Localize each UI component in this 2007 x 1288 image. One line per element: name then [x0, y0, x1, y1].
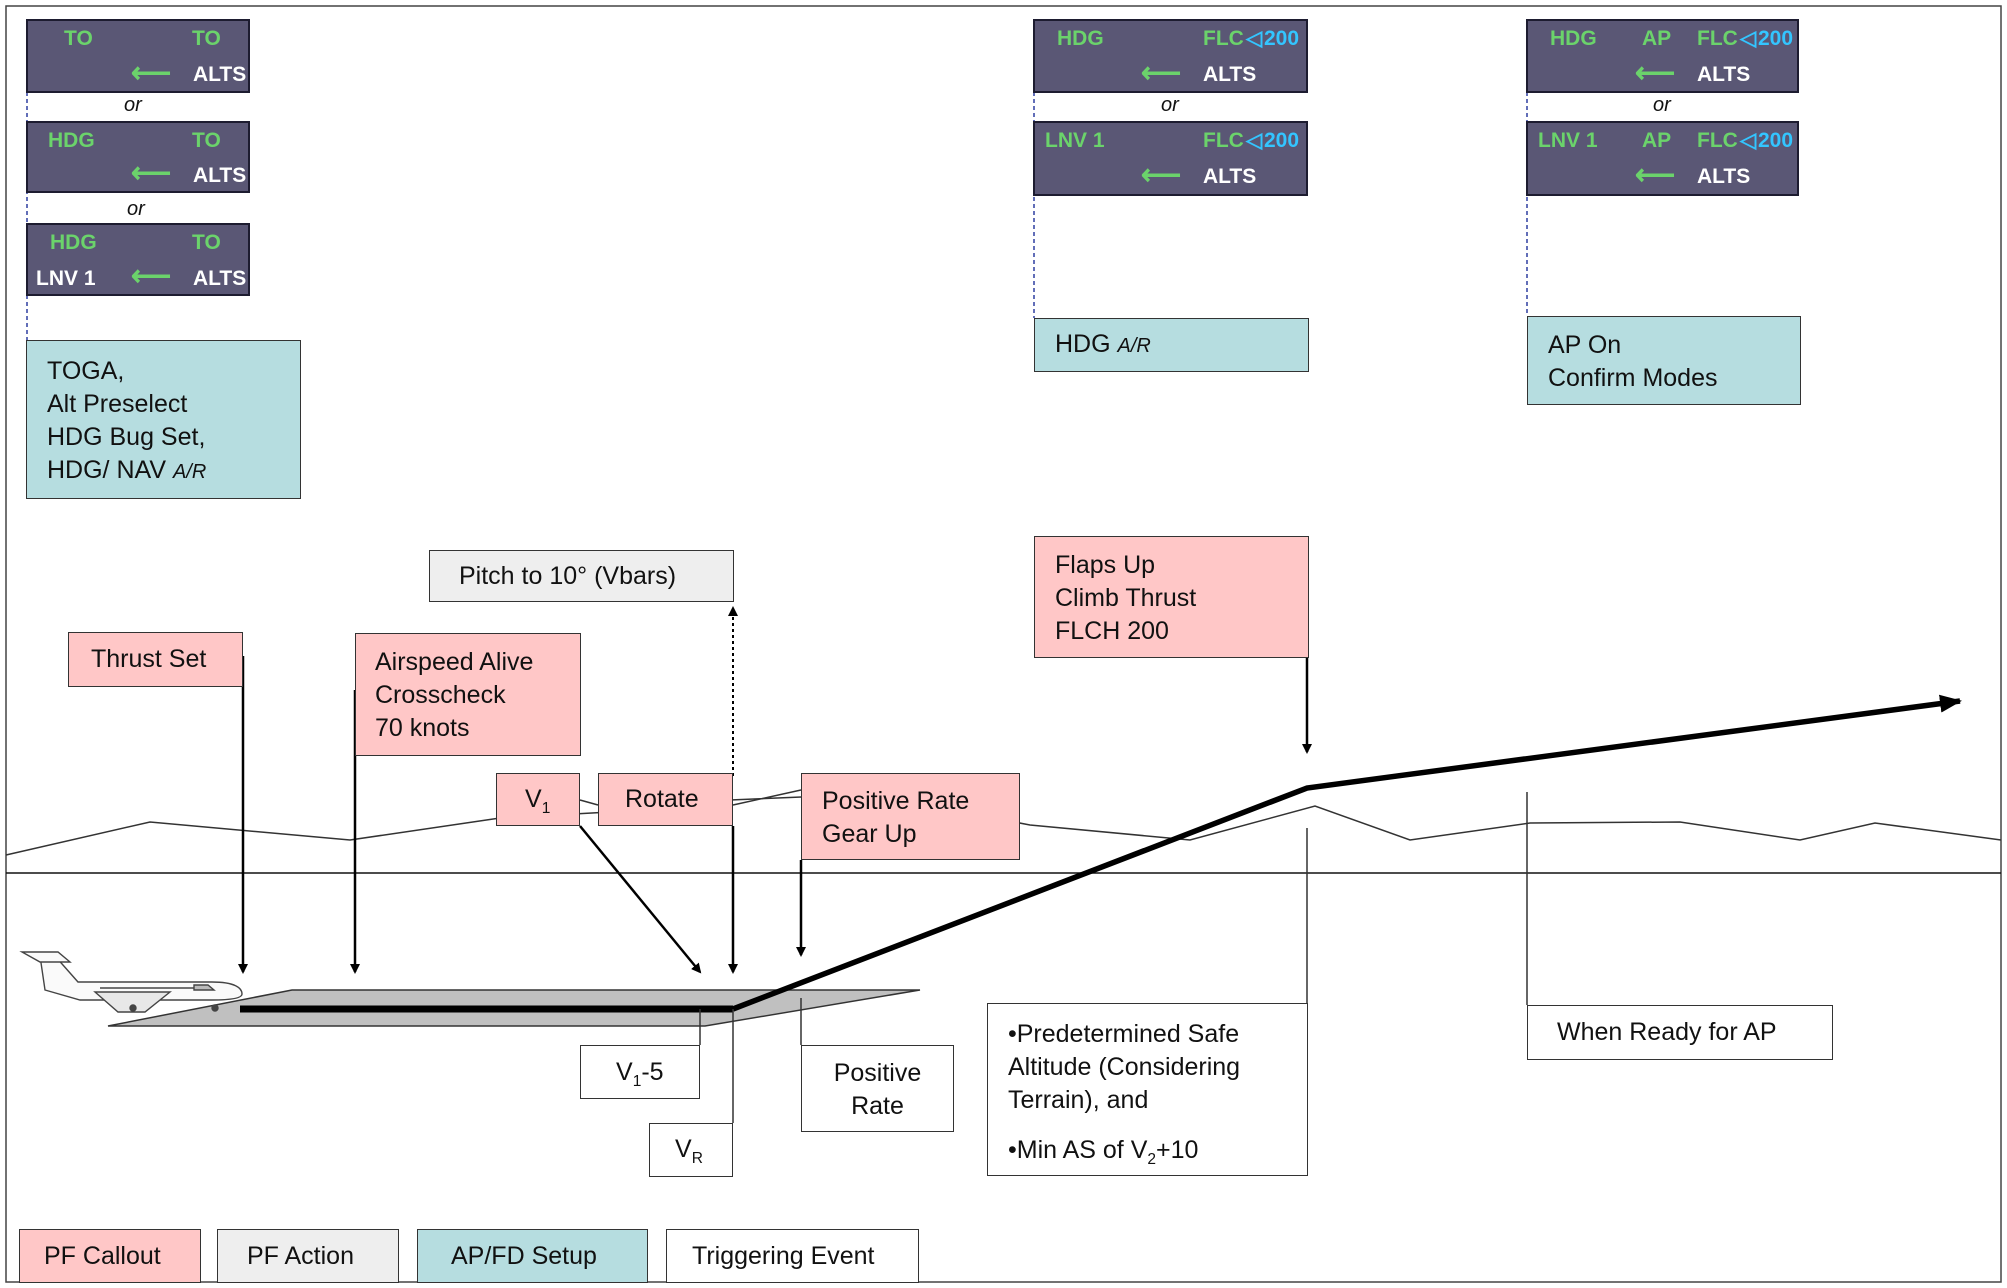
legend-pf-action: PF Action — [217, 1229, 399, 1283]
diagram-frame — [5, 5, 2002, 1283]
arrow-left-icon: ⟵ — [1141, 57, 1182, 88]
arrow-left-icon: ⟵ — [131, 57, 172, 88]
trigger-safe-altitude: •Predetermined Safe Altitude (Considerin… — [987, 1003, 1308, 1176]
apfd-line: TOGA, — [47, 357, 125, 385]
fma-lateral-mode: LNV 1 — [1538, 129, 1598, 152]
or-separator: or — [1653, 94, 1671, 116]
fma-display-hdg-lnv: HDG TO LNV 1 ⟵ ALTS — [26, 223, 250, 296]
fma-target-speed: 200 — [1264, 129, 1300, 152]
apfd-climb-setup: HDG A/R — [1034, 318, 1309, 372]
arrow-left-icon: ⟵ — [131, 157, 172, 188]
or-separator: or — [124, 94, 142, 116]
fma-armed-mode: ALTS — [193, 63, 247, 86]
fma-lateral-mode: TO — [64, 27, 93, 50]
fma-armed-mode: ALTS — [1203, 63, 1257, 86]
apfd-line: AP On — [1548, 331, 1622, 359]
callout-flaps-up: Flaps Up Climb Thrust FLCH 200 — [1034, 536, 1309, 658]
trigger-ready-for-ap: When Ready for AP — [1527, 1005, 1833, 1060]
apfd-line: HDG/ NAV A/R — [47, 456, 207, 484]
fma-target-speed: 200 — [1758, 129, 1794, 152]
fma-vertical-mode: FLC — [1697, 27, 1738, 50]
fma-armed-lateral-mode: LNV 1 — [36, 267, 96, 290]
fma-lateral-mode: LNV 1 — [1045, 129, 1105, 152]
fma-armed-mode: ALTS — [193, 164, 247, 187]
legend-apfd-setup: AP/FD Setup — [417, 1229, 648, 1283]
trigger-positive-rate: Positive Rate — [801, 1045, 954, 1132]
fma-armed-mode: ALTS — [193, 267, 247, 290]
apfd-line: HDG Bug Set, — [47, 423, 206, 451]
fma-lateral-mode: HDG — [48, 129, 95, 152]
flight-path — [732, 694, 1962, 1012]
apfd-ap-setup: AP On Confirm Modes — [1527, 316, 1801, 405]
arrow-left-icon: ⟵ — [1141, 159, 1182, 190]
trigger-v1-minus-5: V1-5 — [580, 1045, 700, 1099]
speed-bug-icon: ◁ — [1246, 129, 1263, 152]
arrow-left-icon: ⟵ — [1635, 57, 1676, 88]
or-separator: or — [1161, 94, 1179, 116]
arrow-left-icon: ⟵ — [1635, 159, 1676, 190]
or-separator: or — [127, 198, 145, 220]
arrow-left-icon: ⟵ — [131, 260, 172, 291]
fma-display-to: TO TO ⟵ ALTS — [26, 19, 250, 93]
speed-bug-icon: ◁ — [1740, 27, 1757, 50]
pf-action-pitch: Pitch to 10° (Vbars) — [429, 550, 734, 602]
fma-vertical-mode: TO — [192, 129, 221, 152]
apfd-takeoff-setup: TOGA, Alt Preselect HDG Bug Set, HDG/ NA… — [26, 340, 301, 499]
terrain-line — [5, 794, 2002, 856]
fma-display-hdg-ap-flc: HDG AP FLC ◁ 200 ⟵ ALTS — [1526, 19, 1799, 93]
apfd-line: Alt Preselect — [47, 390, 188, 418]
legend-pf-callout: PF Callout — [19, 1229, 201, 1283]
fma-display-hdg-flc: HDG FLC ◁ 200 ⟵ ALTS — [1033, 19, 1308, 93]
fma-target-speed: 200 — [1758, 27, 1794, 50]
fma-lateral-mode: HDG — [1550, 27, 1597, 50]
fma-lateral-mode: HDG — [1057, 27, 1104, 50]
airplane-icon — [19, 951, 243, 1013]
fma-lateral-mode: HDG — [50, 231, 97, 254]
fma-vertical-mode: TO — [192, 231, 221, 254]
fma-target-speed: 200 — [1264, 27, 1300, 50]
fma-vertical-mode: TO — [192, 27, 221, 50]
fma-vertical-mode: FLC — [1203, 129, 1244, 152]
legend-triggering-event: Triggering Event — [666, 1229, 919, 1283]
fma-display-lnv-flc: LNV 1 FLC ◁ 200 ⟵ ALTS — [1033, 121, 1308, 196]
callout-rotate: Rotate — [598, 773, 733, 826]
speed-bug-icon: ◁ — [1246, 27, 1263, 50]
apfd-line: Confirm Modes — [1548, 364, 1718, 392]
fma-ap-status: AP — [1642, 27, 1672, 50]
fma-display-hdg-to: HDG TO ⟵ ALTS — [26, 121, 250, 193]
fma-armed-mode: ALTS — [1697, 165, 1751, 188]
callout-v1: V1 — [496, 773, 580, 826]
callout-thrust-set: Thrust Set — [68, 632, 243, 687]
callout-airspeed-alive: Airspeed Alive Crosscheck 70 knots — [355, 633, 581, 756]
fma-display-lnv-ap-flc: LNV 1 AP FLC ◁ 200 ⟵ ALTS — [1526, 121, 1799, 196]
fma-ap-status: AP — [1642, 129, 1672, 152]
fma-vertical-mode: FLC — [1203, 27, 1244, 50]
trigger-vr: VR — [649, 1123, 733, 1177]
fma-armed-mode: ALTS — [1697, 63, 1751, 86]
fma-armed-mode: ALTS — [1203, 165, 1257, 188]
speed-bug-icon: ◁ — [1740, 129, 1757, 152]
fma-vertical-mode: FLC — [1697, 129, 1738, 152]
v1-arrow — [579, 825, 702, 974]
callout-positive-rate-gear-up: Positive Rate Gear Up — [801, 773, 1020, 860]
